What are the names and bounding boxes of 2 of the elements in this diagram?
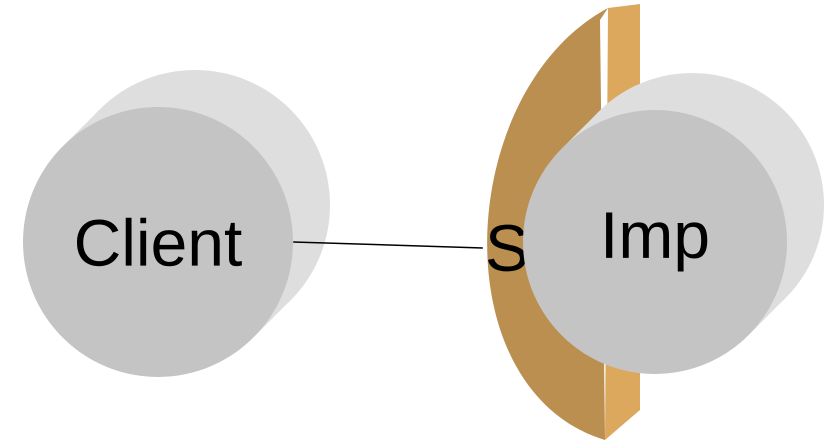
connector-line <box>293 241 483 249</box>
cylinder-node: Client <box>23 70 330 377</box>
